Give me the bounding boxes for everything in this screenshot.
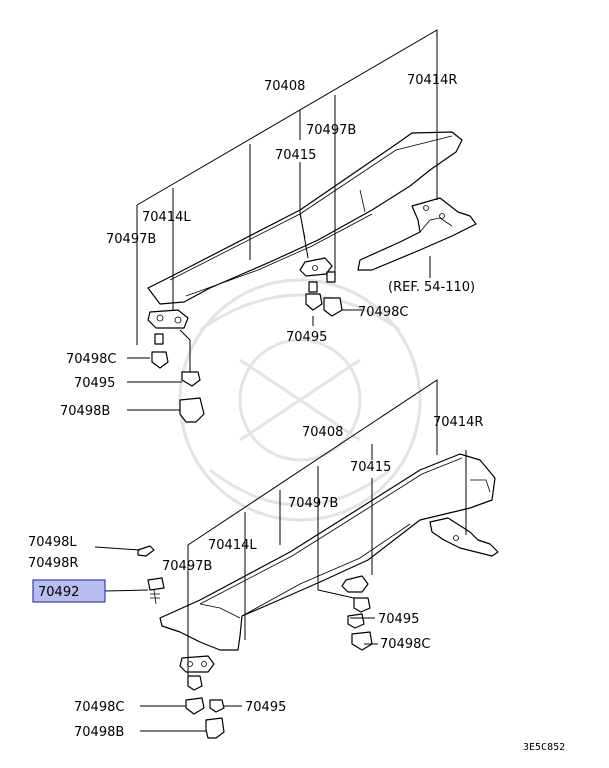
- upper-fastener-center-1[interactable]: [305, 281, 323, 311]
- label-70497B-left[interactable]: 70497B: [106, 232, 156, 247]
- upper-fastener-left-3[interactable]: [179, 397, 205, 423]
- upper-left-bracket[interactable]: [147, 309, 189, 329]
- label-70498C-lower-left[interactable]: 70498C: [74, 700, 124, 715]
- label-70497B-lower-left[interactable]: 70497B: [162, 559, 212, 574]
- label-70498C-lower[interactable]: 70498C: [380, 637, 430, 652]
- lower-leader-lines: [94, 379, 467, 732]
- lower-left-bracket[interactable]: [179, 655, 215, 673]
- highlight-box-70492[interactable]: [32, 579, 106, 603]
- lower-bolt-70492[interactable]: [147, 577, 165, 605]
- label-70497B[interactable]: 70497B: [306, 123, 356, 138]
- label-70498B-upper[interactable]: 70498B: [60, 404, 110, 419]
- upper-fastener-left-1[interactable]: [151, 333, 169, 369]
- upper-right-stay[interactable]: [357, 197, 477, 271]
- label-70414L[interactable]: 70414L: [142, 210, 191, 225]
- upper-spoiler-assembly: [147, 131, 477, 423]
- label-70408-lower[interactable]: 70408: [302, 425, 343, 440]
- label-70492-highlighted[interactable]: 70492: [38, 585, 79, 600]
- label-70495-upper-left[interactable]: 70495: [74, 376, 115, 391]
- lower-fastener-center-1[interactable]: [347, 597, 371, 629]
- label-70414R[interactable]: 70414R: [407, 73, 457, 88]
- label-70415[interactable]: 70415: [275, 148, 316, 163]
- upper-spoiler-body[interactable]: [147, 131, 463, 305]
- label-70498R[interactable]: 70498R: [28, 556, 78, 571]
- label-70495-upper[interactable]: 70495: [286, 330, 327, 345]
- lower-side-clip[interactable]: [137, 545, 155, 557]
- lower-center-bracket[interactable]: [341, 575, 369, 593]
- lower-fastener-center-2[interactable]: [351, 631, 373, 651]
- label-70498C-upper-left[interactable]: 70498C: [66, 352, 116, 367]
- diagram-code: 3E5C852: [523, 742, 565, 753]
- lower-right-stay[interactable]: [429, 517, 499, 557]
- lower-fastener-left-1[interactable]: [185, 675, 205, 715]
- upper-center-bracket[interactable]: [299, 257, 333, 277]
- label-70414R-lower[interactable]: 70414R: [433, 415, 483, 430]
- label-70498B-lower[interactable]: 70498B: [74, 725, 124, 740]
- label-70498L[interactable]: 70498L: [28, 535, 77, 550]
- lower-spoiler-assembly: [137, 453, 499, 739]
- label-70415-lower[interactable]: 70415: [350, 460, 391, 475]
- part-labels: 70408 70414R 70497B 70415 70414L 70497B …: [28, 73, 565, 753]
- upper-leader-lines: [127, 29, 438, 411]
- label-70497B-lower[interactable]: 70497B: [288, 496, 338, 511]
- lower-spoiler-body[interactable]: [159, 453, 496, 651]
- lower-fastener-left-3[interactable]: [205, 717, 225, 739]
- reference-note: (REF. 54-110): [388, 280, 475, 295]
- upper-fastener-center-2[interactable]: [323, 271, 343, 317]
- lower-fastener-left-2[interactable]: [209, 699, 225, 713]
- label-70408[interactable]: 70408: [264, 79, 305, 94]
- label-70498C-upper[interactable]: 70498C: [358, 305, 408, 320]
- upper-fastener-left-2[interactable]: [181, 371, 201, 387]
- label-70414L-lower[interactable]: 70414L: [208, 538, 257, 553]
- label-70495-lower[interactable]: 70495: [378, 612, 419, 627]
- label-70495-lower-left[interactable]: 70495: [245, 700, 286, 715]
